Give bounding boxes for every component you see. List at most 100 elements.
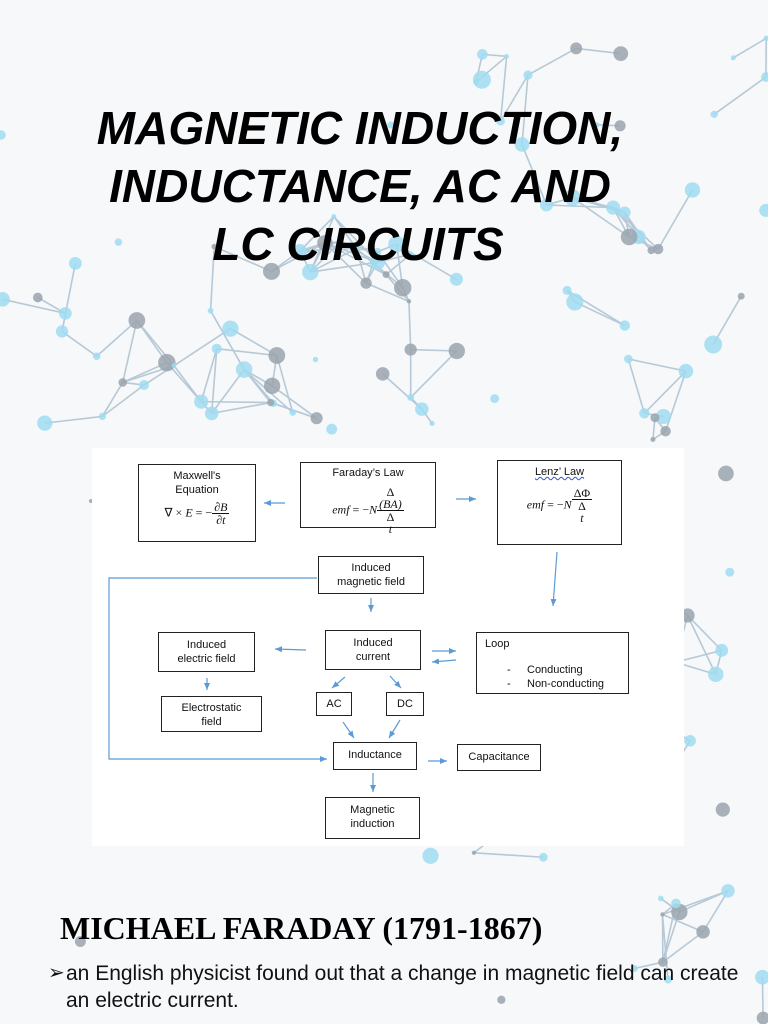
network-node [737,292,745,300]
network-node [725,567,735,577]
network-node [407,393,415,401]
network-node [562,285,572,295]
ac-label: AC [326,698,342,710]
network-node [496,116,505,126]
magnetic-induction-line1: Magnetic [350,804,395,816]
network-node [718,465,734,482]
network-node [211,343,222,354]
network-node [761,72,768,82]
induced-magnetic-field-line1: Induced [351,562,391,574]
network-node [566,293,584,311]
network-node [471,850,477,855]
network-node [194,394,209,409]
loop-item-conducting: -Conducting [507,664,583,676]
network-node [473,79,479,85]
network-node [68,256,82,270]
bio-bullet-text: an English physicist found out that a ch… [66,962,739,1012]
network-node [497,995,506,1004]
induced-electric-field-line2: electric field [177,653,236,665]
network-node [476,49,488,60]
bio-bullet: ➢ an English physicist found out that a … [48,960,748,1014]
induced-magnetic-field-box: Induced magnetic field [318,556,424,594]
network-node [594,122,600,128]
network-node [55,325,69,338]
network-node [696,925,710,939]
network-node [37,415,53,431]
loop-box: Loop -Conducting -Non-conducting [476,632,629,694]
network-node [655,408,671,425]
network-node [369,254,386,270]
network-node [207,307,214,314]
network-node [523,70,533,80]
network-node [262,262,281,280]
network-node [387,121,395,129]
network-node [660,425,671,437]
network-node [114,238,123,246]
network-node [98,412,107,421]
bullet-arrow-icon: ➢ [48,962,65,984]
network-node [293,243,307,258]
network-node [32,292,43,303]
network-node [708,666,724,683]
network-node [448,342,465,360]
network-node [422,847,439,864]
inductance-label: Inductance [348,749,402,761]
network-node [267,398,275,407]
network-node [92,352,101,360]
network-node [302,263,319,281]
dc-box: DC [386,692,424,716]
dc-label: DC [397,698,413,710]
network-node [490,394,500,404]
network-node [310,412,323,425]
network-node [680,608,695,623]
network-node [619,320,630,331]
network-node [606,200,621,215]
network-node [763,35,768,42]
network-node [118,378,127,387]
network-node [406,251,414,258]
network-node [647,246,655,255]
network-node [158,353,176,372]
network-node [759,203,768,217]
network-node [613,46,629,61]
magnetic-induction-box: Magnetic induction [325,797,420,839]
network-node [235,361,253,378]
network-node [631,965,638,972]
induced-electric-field-line1: Induced [186,639,227,651]
induced-current-line2: current [355,651,391,663]
network-node [59,307,72,320]
maxwell-formula: ∇ × E = −∂B∂t [164,500,230,527]
network-node [388,235,405,253]
network-node [664,975,672,984]
network-node [382,271,390,279]
maxwell-title: Maxwell's [173,470,221,482]
network-node [415,402,429,416]
network-node [429,420,435,427]
ac-box: AC [316,692,352,716]
induced-current-line1: Induced [353,637,393,649]
network-node [614,120,626,132]
network-node [268,347,286,364]
network-node [657,895,664,902]
maxwell-subtitle: Equation [175,484,219,496]
network-node [684,734,696,747]
electrostatic-field-line1: Electrostatic [181,702,242,714]
electrostatic-field-line2: field [201,716,222,728]
network-node [337,239,343,245]
network-node [74,936,86,948]
network-node [570,42,583,55]
network-node [671,898,681,909]
network-node [263,377,281,394]
bio-heading: MICHAEL FARADAY (1791-1867) [60,910,543,946]
network-node [0,130,6,140]
induced-current-box: Induced current [325,630,421,670]
faraday-title: Faraday’s Law [332,467,404,479]
network-node [756,1011,768,1024]
network-node [710,110,718,118]
network-node [88,498,93,504]
network-node [639,408,650,419]
network-node [211,243,217,250]
